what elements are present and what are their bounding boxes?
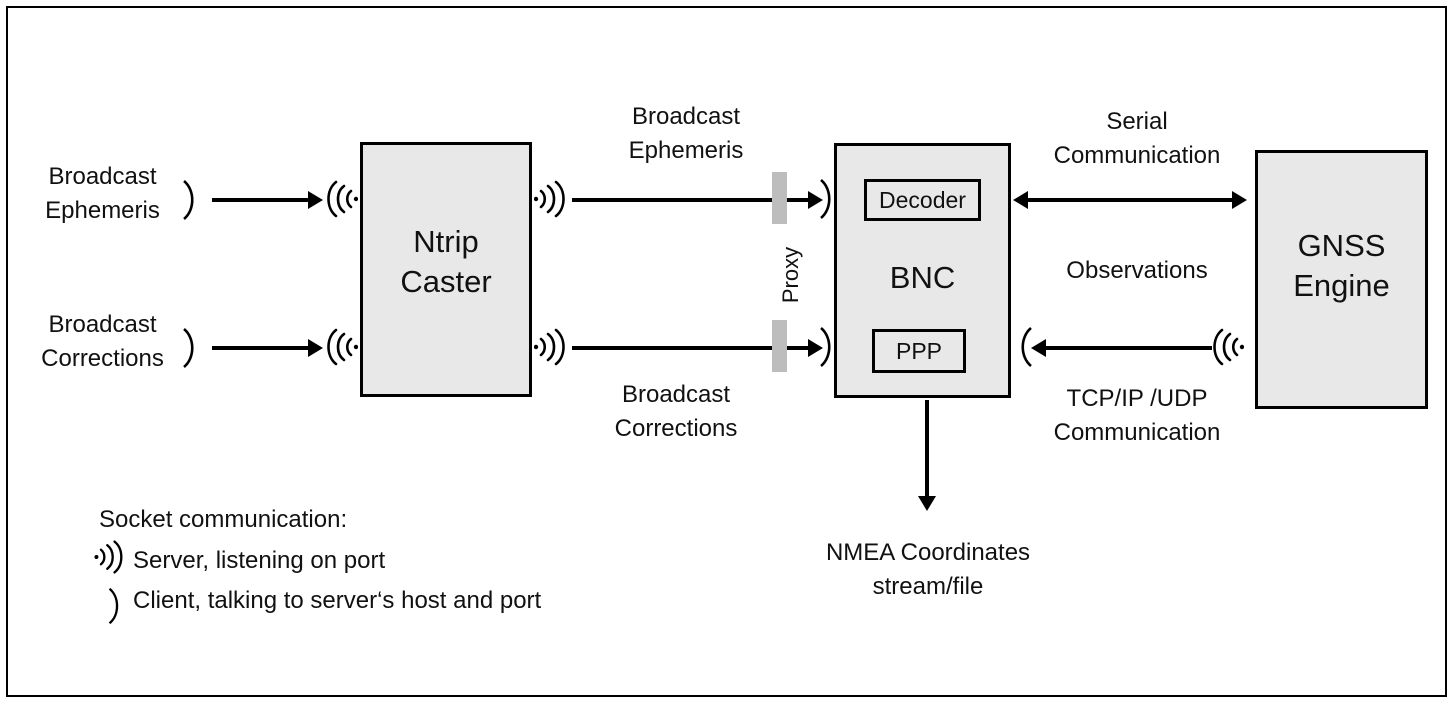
label-nmea-output: NMEA Coordinates stream/file [825,539,1031,601]
node-bnc-label: BNC [889,260,956,295]
arrow-head-icon [308,191,323,209]
arrow-serial-bidirectional [1028,198,1234,202]
client-socket-icon [180,326,200,370]
label-broadcast-ephemeris-input: Broadcast Ephemeris [45,163,160,225]
legend-item-client-label: Client, talking to server‘s host and por… [133,587,542,614]
label-broadcast-ephemeris-stream: Broadcast Ephemeris [628,103,744,165]
arrow-head-icon [308,339,323,357]
arrow-head-icon [1232,191,1247,209]
label-serial-communication: Serial Communication [1053,108,1221,170]
client-socket-icon [106,586,124,626]
legend-item-server-label: Server, listening on port [133,547,386,574]
node-ntrip-caster-label: Ntrip Caster [400,224,492,299]
arrow-head-icon [918,496,936,511]
arrow-corrections-to-caster [212,346,310,350]
node-ppp[interactable]: PPP [872,329,966,373]
server-socket-icon [324,326,358,368]
client-socket-icon [180,178,200,222]
label-tcpip-udp-communication: TCP/IP /UDP Communication [1053,385,1221,447]
server-socket-icon [1210,326,1244,368]
label-proxy: Proxy [778,246,803,304]
diagram-border [6,6,1447,697]
client-socket-icon [818,177,836,221]
client-socket-icon [818,325,836,369]
node-gnss-engine[interactable] [1255,150,1428,409]
node-decoder-label: Decoder [879,186,966,213]
label-broadcast-corrections-input: Broadcast Corrections [41,311,164,373]
proxy-bar-upper [772,172,787,224]
client-socket-icon [1016,325,1034,369]
label-broadcast-corrections-stream: Broadcast Corrections [614,381,738,443]
server-socket-icon [324,178,358,220]
arrow-head-icon [1031,339,1046,357]
arrow-observations-to-bnc [1040,346,1212,350]
legend-heading: Socket communication: [99,506,348,533]
arrow-head-icon [808,339,823,357]
server-socket-icon [534,178,568,220]
node-ppp-label: PPP [895,337,943,364]
server-socket-icon [534,326,568,368]
node-gnss-engine-label: GNSS Engine [1293,228,1390,303]
node-decoder[interactable]: Decoder [864,179,981,221]
arrow-head-icon [808,191,823,209]
server-socket-icon [93,538,127,576]
label-observations: Observations [1066,257,1208,284]
arrow-nmea-output [925,400,929,500]
arrow-ephemeris-to-caster [212,198,310,202]
arrow-corrections-to-bnc [572,346,812,350]
arrow-ephemeris-to-bnc [572,198,812,202]
node-ntrip-caster[interactable] [360,142,532,397]
proxy-bar-lower [772,320,787,372]
arrow-head-icon [1013,191,1028,209]
